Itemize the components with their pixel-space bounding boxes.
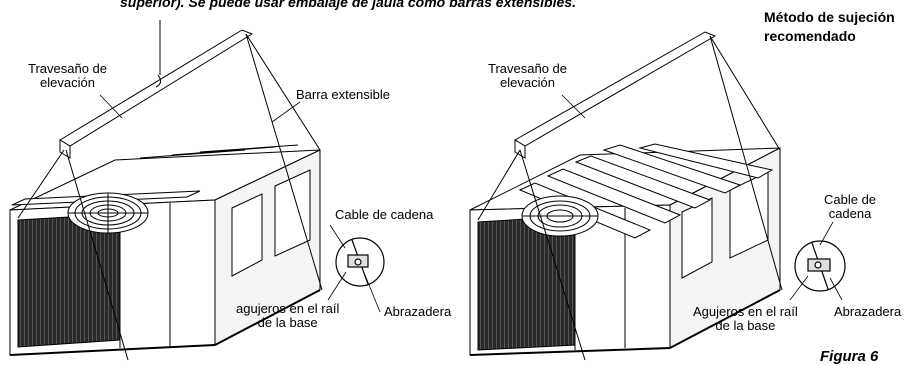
top-caption: superior). Se puede usar embalaje de jau… [120, 0, 576, 10]
method-title-line1: Método de sujeción [764, 9, 895, 25]
left-unit-side-opening [274, 169, 311, 257]
left-unit-side-opening [231, 193, 263, 277]
left-clamp-label: Abrazadera [384, 304, 452, 319]
left-chain-cable-label: Cable de cadena [335, 207, 434, 222]
leader-lines [99, 94, 843, 313]
right-lifting-beam [514, 31, 717, 159]
right-fan-icon [521, 195, 599, 237]
left-lifting-beam [59, 20, 254, 159]
right-clamp-detail [794, 240, 846, 292]
left-clamp-detail [335, 237, 385, 287]
right-lifting-beam-label: Travesaño de elevación [488, 61, 568, 90]
right-base-rail-holes-label: Agujeros en el raíl de la base [693, 304, 798, 333]
figure-caption: Figura 6 [820, 348, 879, 365]
left-base-rail-holes-label: agujeros en el raíl de la base [236, 301, 340, 330]
left-cables [17, 33, 323, 361]
right-unit [469, 143, 781, 356]
left-spreader-bar-label: Barra extensible [296, 87, 390, 102]
method-title-line2: recomendado [764, 28, 856, 44]
right-cables [477, 35, 783, 361]
right-chain-cable-label: Cable de cadena [824, 192, 877, 221]
method-title: Método de sujeción recomendado [764, 8, 895, 46]
left-lifting-beam-label: Travesaño de elevación [28, 61, 108, 90]
left-unit [9, 144, 321, 356]
right-clamp-label: Abrazadera [834, 304, 902, 319]
